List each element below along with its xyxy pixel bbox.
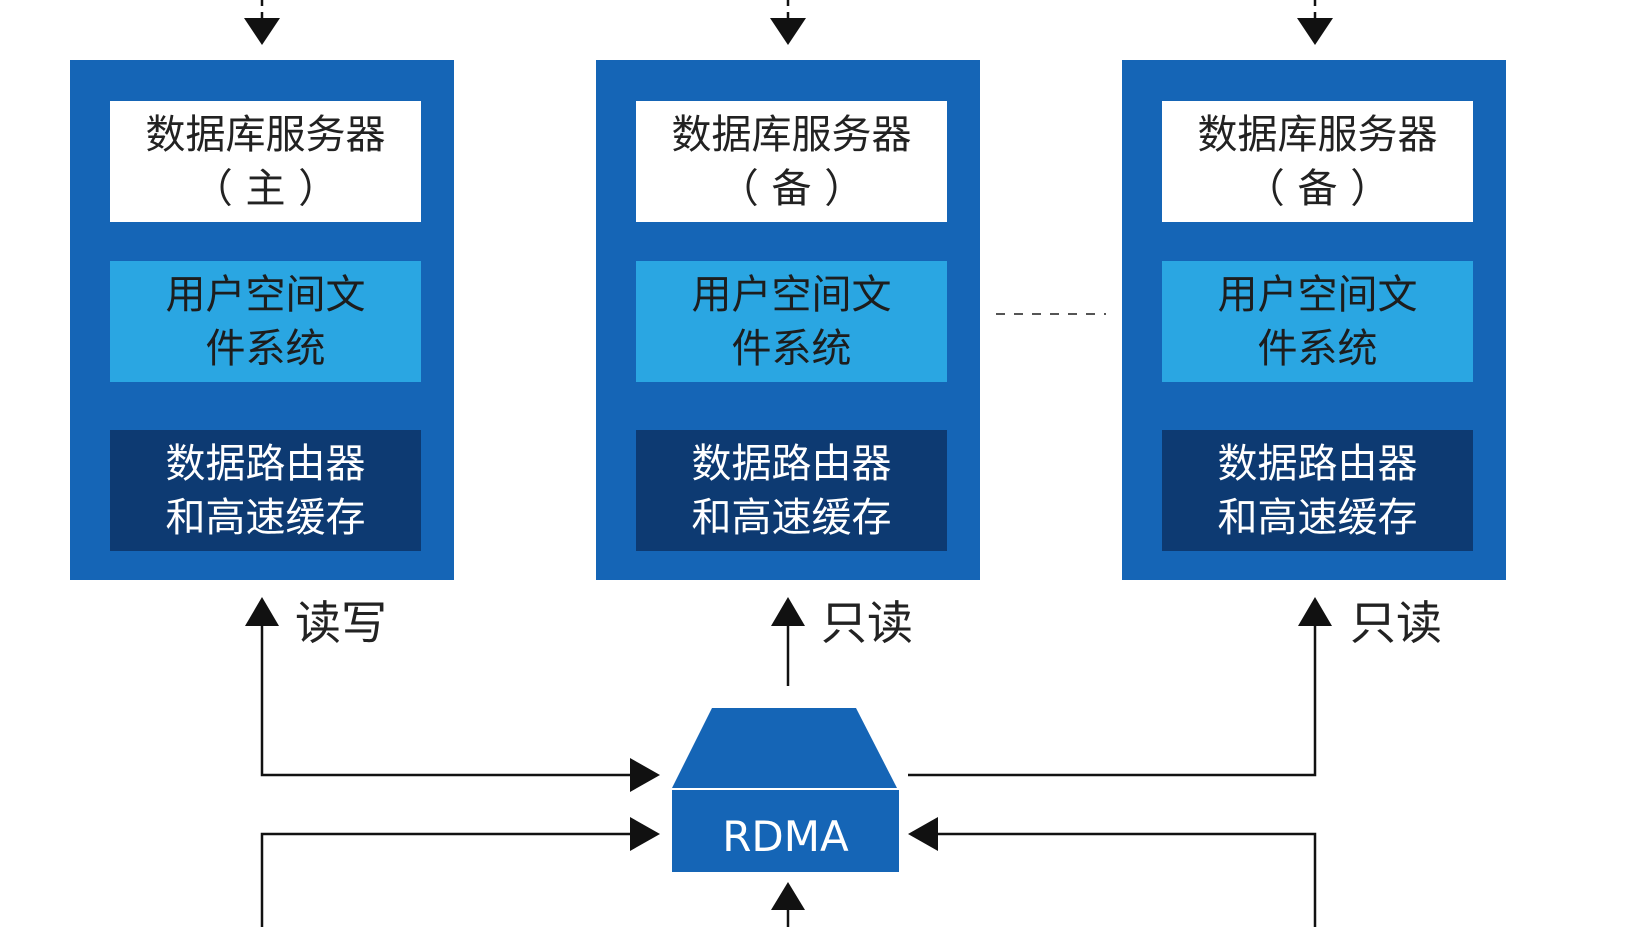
router-label-line2: 和高速缓存 [1217,494,1418,541]
database-server-role: （ 备 ） [1244,165,1391,212]
rdma-switch-top [672,708,897,788]
user-space-filesystem-standby-2: 用户空间文 件系统 [1162,261,1473,382]
user-space-filesystem-standby-1: 用户空间文 件系统 [636,261,947,382]
filesystem-label-line2: 件系统 [205,325,326,372]
database-server-role: （ 备 ） [718,165,865,212]
router-label-line1: 数据路由器 [1217,440,1418,487]
data-router-cache-standby-1: 数据路由器 和高速缓存 [636,430,947,551]
database-server-label: 数据库服务器 [145,111,386,158]
arrowhead-up-standby-1 [771,597,805,626]
filesystem-label-line2: 件系统 [731,325,852,372]
user-space-filesystem-primary: 用户空间文 件系统 [110,261,421,382]
arrowhead-up-primary [245,597,279,626]
router-label-line1: 数据路由器 [691,440,892,487]
rdma-label: RDMA [722,811,849,861]
incoming-arrowhead-standby-1 [770,18,806,45]
line-primary-to-rdma [260,626,632,777]
database-server-standby-2: 数据库服务器 （ 备 ） [1162,101,1473,222]
database-server-primary: 数据库服务器 （ 主 ） [110,101,421,222]
data-router-cache-standby-2: 数据路由器 和高速缓存 [1162,430,1473,551]
access-mode-standby-1: 只读 [821,596,913,650]
arrowhead-into-rdma-lower-left [630,817,660,851]
server-standby-2: 数据库服务器 （ 备 ） 用户空间文 件系统 数据路由器 和高速缓存 [1122,60,1506,580]
arrowhead-into-rdma-lower-right [908,817,938,851]
incoming-arrowhead-primary [244,18,280,45]
filesystem-label-line1: 用户空间文 [691,271,892,318]
line-rdma-to-standby-2 [908,626,1317,777]
router-label-line2: 和高速缓存 [691,494,892,541]
filesystem-label-line2: 件系统 [1257,325,1378,372]
database-server-label: 数据库服务器 [671,111,912,158]
filesystem-label-line1: 用户空间文 [1217,271,1418,318]
arrowhead-into-rdma-upper-left [630,758,660,792]
server-standby-1: 数据库服务器 （ 备 ） 用户空间文 件系统 数据路由器 和高速缓存 [596,60,980,580]
incoming-arrowhead-standby-2 [1297,18,1333,45]
filesystem-label-line1: 用户空间文 [165,271,366,318]
line-lower-right-to-rdma [938,832,1317,927]
router-label-line1: 数据路由器 [165,440,366,487]
database-server-label: 数据库服务器 [1197,111,1438,158]
rdma-switch-body [672,790,899,872]
database-server-role: （ 主 ） [192,165,339,212]
server-primary: 数据库服务器 （ 主 ） 用户空间文 件系统 数据路由器 和高速缓存 [70,60,454,580]
line-lower-left-to-rdma [260,832,632,927]
database-server-standby-1: 数据库服务器 （ 备 ） [636,101,947,222]
arrowhead-into-rdma-bottom [771,882,805,910]
router-label-line2: 和高速缓存 [165,494,366,541]
access-mode-standby-2: 只读 [1350,596,1442,650]
access-mode-primary: 读写 [295,596,387,650]
arrowhead-up-standby-2 [1298,597,1332,626]
data-router-cache-primary: 数据路由器 和高速缓存 [110,430,421,551]
